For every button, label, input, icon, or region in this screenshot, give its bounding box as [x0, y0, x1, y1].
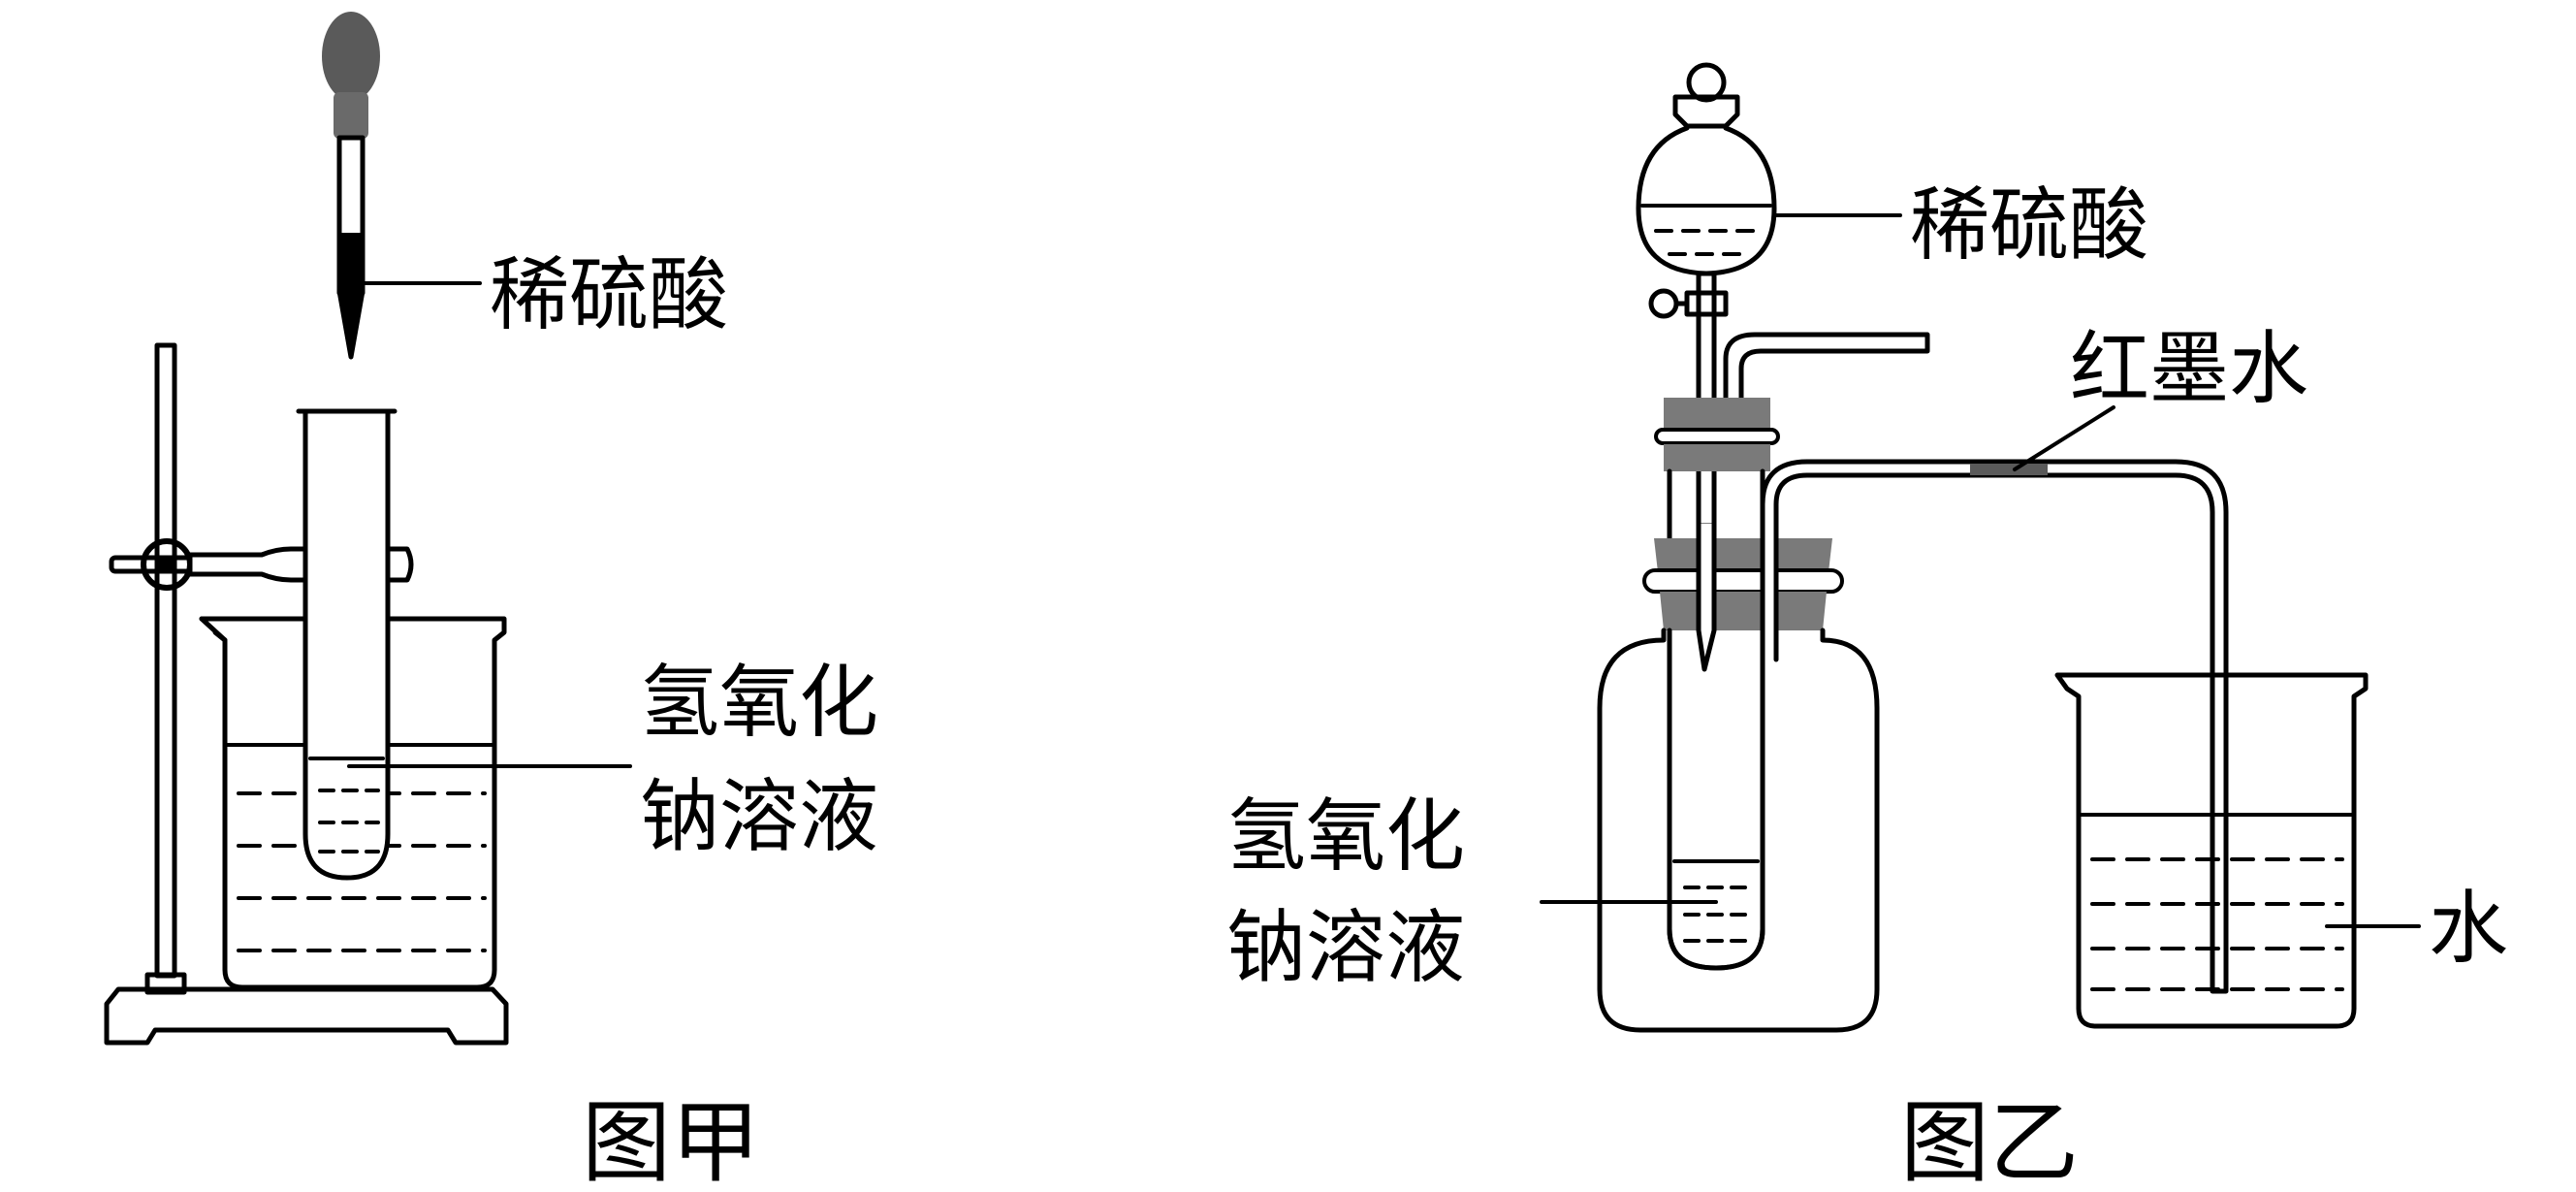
iron-stand: [104, 342, 509, 1046]
beaker-a-body: [199, 616, 507, 990]
figure-a: [104, 12, 632, 1046]
funnel-stopcock-knob: [1648, 288, 1679, 319]
beaker-b: [2054, 672, 2369, 1029]
funnel-stem-tip: [1696, 521, 1717, 672]
label-naoh-b-line1: 氢氧化: [1226, 790, 1465, 883]
dropper: [322, 12, 380, 360]
funnel-stopcock-body: [1684, 290, 1729, 317]
label-naoh-a-line2: 钠溶液: [640, 771, 878, 863]
caption-figure-b: 图乙: [1900, 1091, 2079, 1192]
bottle-stopper-top: [1654, 538, 1832, 572]
bottle-stopper-band: [1642, 568, 1844, 594]
figure-b: [1540, 62, 2421, 1033]
dropper-bulb-neck: [334, 92, 368, 139]
label-water: 水: [2429, 883, 2508, 975]
clamp-knob-center: [158, 556, 175, 573]
test-tube-a-body: [302, 408, 391, 881]
leader-red-ink: [2013, 405, 2115, 471]
inner-tube-stopper-band: [1654, 428, 1780, 445]
test-tube-a: [296, 408, 398, 881]
funnel-stopper-knob: [1686, 62, 1727, 103]
label-acid-a: 稀硫酸: [490, 249, 728, 341]
bottle-outlet-tube-inner: [1760, 459, 2229, 994]
bottle-body: [1597, 628, 1880, 1033]
label-red-ink: 红墨水: [2070, 323, 2308, 415]
label-acid-b: 稀硫酸: [1910, 179, 2148, 272]
dropper-tip: [336, 288, 366, 360]
stand-base: [104, 986, 509, 1046]
label-naoh-b-line2: 钠溶液: [1226, 902, 1465, 994]
bottle-stopper-bottom: [1660, 592, 1827, 630]
upper-glass-tube: [1723, 332, 1930, 410]
inner-tube-redraw: [1667, 628, 1765, 971]
beaker-b-body: [2054, 672, 2369, 1029]
label-naoh-a-line1: 氢氧化: [640, 657, 878, 749]
inner-test-tube: [1654, 398, 1780, 971]
beaker-a-lip: [199, 616, 228, 643]
stand-rod: [154, 342, 177, 979]
inner-tube-stopper-low: [1664, 444, 1770, 471]
clamp-arm: [109, 555, 197, 574]
dropper-acid: [341, 233, 361, 354]
funnel-bulb: [1636, 125, 1777, 276]
caption-figure-a: 图甲: [582, 1091, 760, 1192]
dropper-bulb: [322, 12, 380, 101]
wide-mouth-bottle: [1597, 459, 2229, 1033]
red-ink-droplet: [1970, 464, 2048, 475]
